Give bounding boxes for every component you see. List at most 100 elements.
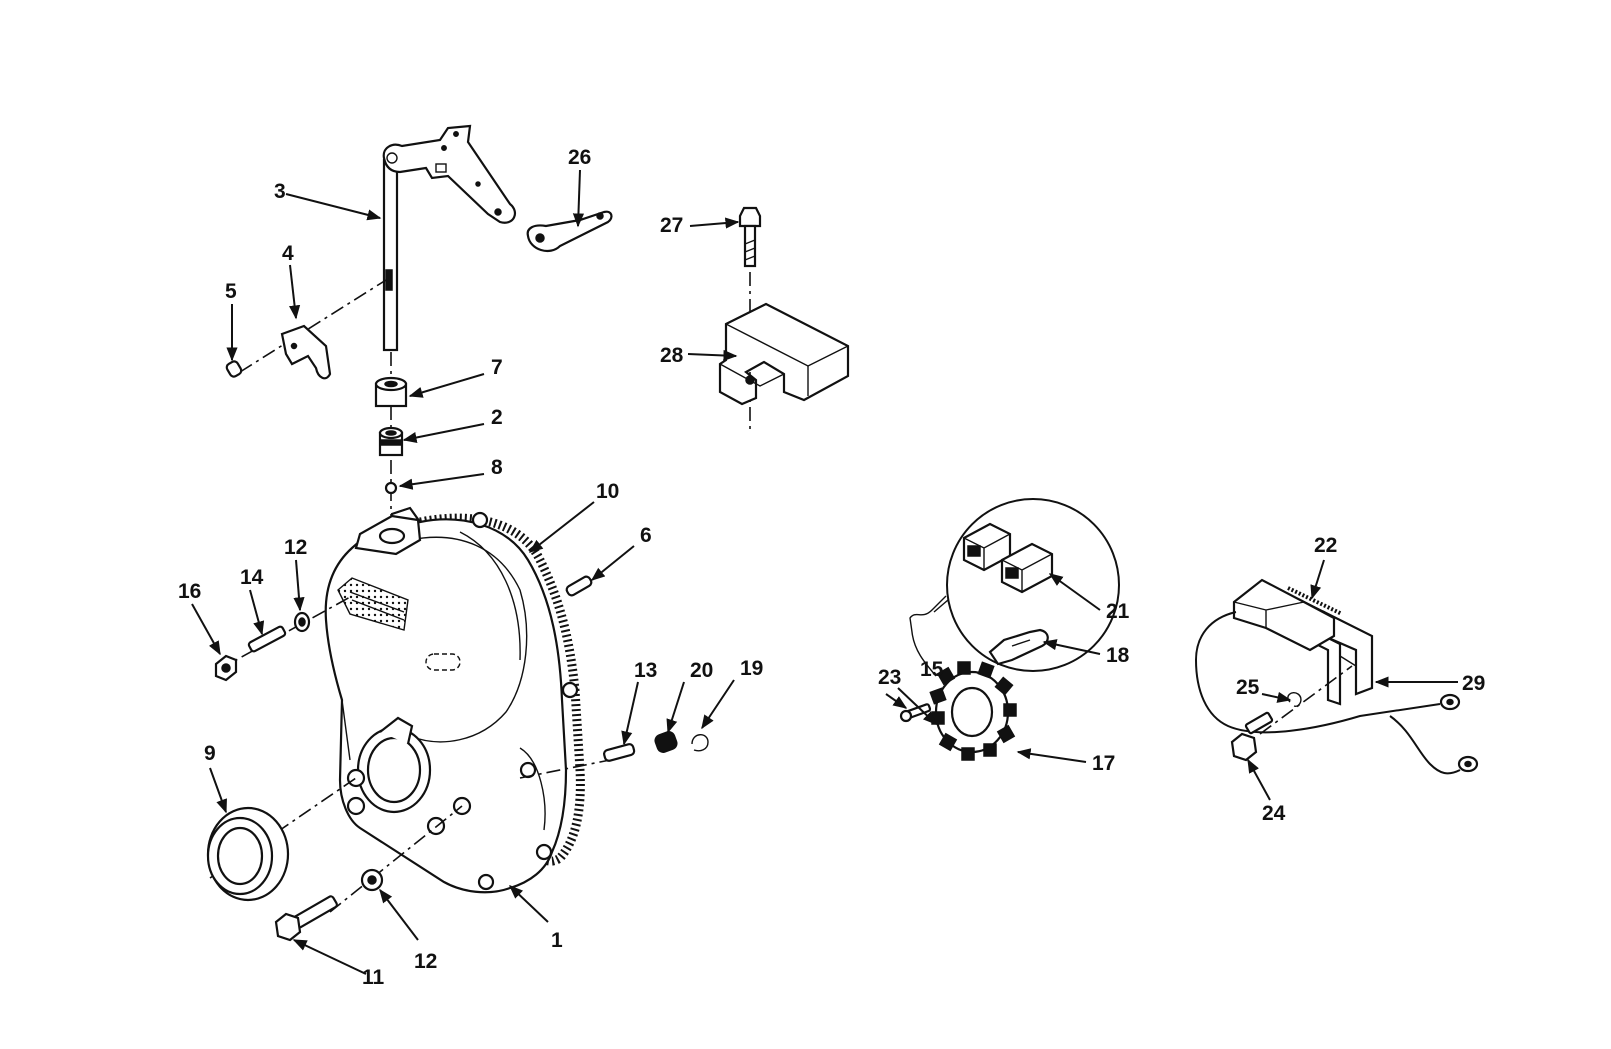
washer-12-lower	[360, 868, 384, 892]
screw-24	[1230, 711, 1274, 762]
leader-16	[191, 603, 221, 656]
lever-hole-2	[441, 145, 447, 151]
cover-bolt-hole	[346, 796, 366, 816]
callout-26: 26	[568, 146, 591, 169]
leader-28	[687, 349, 738, 362]
cover-bolt-hole	[346, 768, 366, 788]
callout-7: 7	[491, 356, 503, 379]
callout-10: 10	[596, 480, 619, 503]
leader-17	[1016, 748, 1087, 763]
leader-10	[528, 501, 595, 553]
cover-slot	[425, 653, 461, 671]
stud-centerline	[217, 595, 353, 671]
callout-13: 13	[634, 659, 657, 682]
leader-20	[666, 681, 685, 734]
regulator-wire-2	[1389, 715, 1461, 775]
leader-18	[1042, 639, 1101, 655]
leader-2	[402, 423, 485, 444]
callout-18: 18	[1106, 644, 1130, 667]
regulator-wire-1	[1194, 611, 1441, 734]
governor-shaft	[382, 158, 399, 352]
leader-21	[1048, 573, 1101, 611]
gear-cover-body	[324, 506, 568, 894]
leader-11	[292, 939, 367, 975]
callout-8: 8	[491, 456, 503, 479]
detail-circle	[946, 498, 1120, 672]
cover-bolt-hole	[535, 843, 553, 861]
callout-17: 17	[1092, 752, 1115, 775]
callout-28: 28	[660, 344, 684, 367]
ball-8	[384, 481, 398, 495]
leader-26	[572, 169, 585, 228]
governor-clip	[280, 324, 332, 380]
shaft-slot	[385, 269, 393, 291]
callout-20: 20	[690, 659, 713, 682]
leader-13	[621, 681, 639, 746]
governor-shaft-assembly	[374, 124, 517, 520]
regulator-centerline	[1259, 665, 1353, 735]
plug-20	[654, 731, 678, 753]
dowel-pin-6	[565, 575, 593, 597]
callout-12-lower: 12	[414, 950, 437, 973]
ring-terminal	[1457, 755, 1479, 773]
gasket	[419, 513, 585, 866]
cover-bolt-hole	[477, 873, 495, 891]
callout-27: 27	[660, 214, 683, 237]
terminal-housing-21	[962, 522, 1054, 594]
callout-25: 25	[1236, 676, 1260, 699]
leader-lines	[191, 169, 1458, 975]
leader-22	[1310, 559, 1325, 600]
lever-hole-3	[475, 181, 481, 187]
pin-13	[603, 743, 636, 762]
callout-24: 24	[1262, 802, 1286, 825]
callout-6: 6	[640, 524, 652, 547]
lever-square-hole	[435, 163, 447, 173]
terminal-18	[988, 628, 1049, 666]
pin-centerline	[519, 757, 621, 779]
bushing-2	[378, 426, 404, 457]
screw-27	[738, 206, 762, 268]
screw-centerline	[329, 805, 463, 913]
callout-15: 15	[920, 658, 944, 681]
seal-bore-inner	[366, 736, 422, 804]
leader-19	[701, 679, 735, 730]
governor-lever	[382, 124, 517, 224]
ignition-module-28	[718, 302, 850, 406]
leader-3	[285, 193, 382, 221]
leader-15	[897, 687, 938, 725]
screw-11	[274, 895, 338, 942]
callout-2: 2	[491, 406, 503, 429]
ignition-module-assembly	[718, 206, 850, 430]
bushing-7	[374, 376, 408, 408]
cover-bulge	[409, 536, 528, 743]
callout-3: 3	[274, 180, 286, 203]
cooling-fins	[337, 577, 409, 631]
washer-12-upper	[293, 611, 311, 633]
clip-19	[691, 734, 709, 752]
callout-5: 5	[225, 280, 237, 303]
leader-7	[408, 373, 485, 398]
stator-assembly	[899, 498, 1120, 761]
callout-16: 16	[178, 580, 201, 603]
ring-terminal	[1439, 693, 1461, 711]
leader-6	[590, 545, 635, 581]
leader-25	[1261, 691, 1292, 703]
leader-1	[508, 885, 549, 923]
lever-hole-4	[494, 208, 502, 216]
stud-14	[247, 625, 287, 653]
callout-4: 4	[282, 242, 294, 265]
speed-control-link-26	[526, 210, 613, 253]
leader-12-lower	[379, 888, 419, 941]
clip-screw	[225, 360, 243, 378]
leader-4	[289, 264, 301, 320]
oil-seal-9	[206, 806, 290, 902]
lever-hub-hole	[386, 152, 398, 164]
screw-23	[899, 703, 932, 723]
leader-9	[209, 767, 227, 814]
clip-centerline	[239, 279, 387, 373]
stator-17	[929, 661, 1017, 761]
callout-11: 11	[362, 966, 385, 989]
callout-labels: 1 2 3 4 5 6 7 8 9 10 11 12 12 13 14 15 1…	[178, 146, 1485, 989]
